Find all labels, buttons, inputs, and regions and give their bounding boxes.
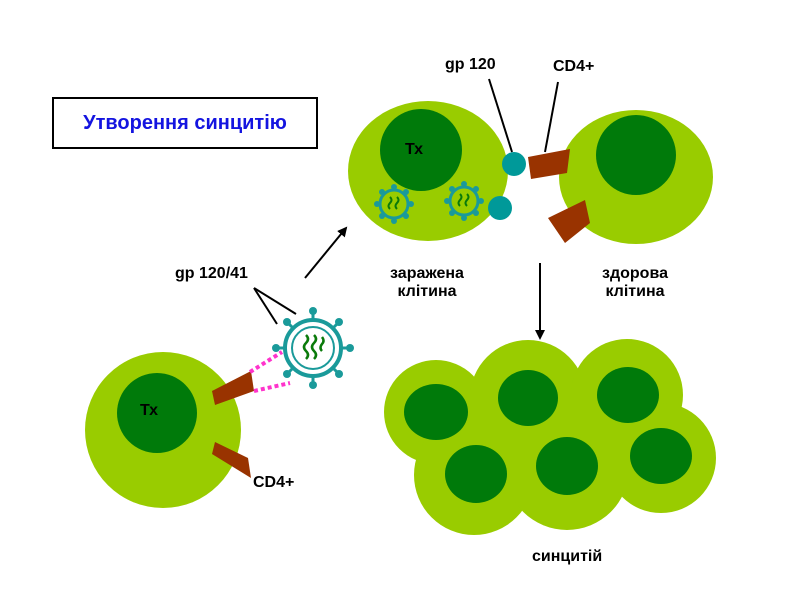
bottom-tx-label: Тх (140, 402, 159, 419)
arrow-to-infected (304, 226, 348, 279)
infected-cell (348, 101, 508, 241)
healthy-cell (559, 110, 713, 244)
gp12041-pointer-left (253, 287, 278, 325)
infected-cell-label-line2: клітина (397, 283, 457, 300)
gp120-label: gp 120 (445, 56, 496, 73)
bottom-tcell (85, 352, 241, 508)
binding-link-lower (253, 381, 291, 393)
infected-cell-label: заражена клітина (372, 265, 482, 301)
internal-virus-1 (374, 184, 414, 224)
gp12041-pointer-right (253, 287, 297, 315)
gp120-pointer (488, 78, 513, 153)
virus-particle (272, 307, 354, 389)
gp120-knob-upper (502, 152, 526, 176)
infected-tx-label: Тх (405, 141, 424, 158)
title-box: Утворення синцитію (52, 97, 318, 149)
cd4-receptor-healthy-lower (548, 200, 590, 243)
syncytium (384, 339, 716, 535)
healthy-cell-label-line2: клітина (605, 283, 665, 300)
healthy-cell-label: здорова клітина (580, 265, 690, 301)
healthy-cell-label-line1: здорова (602, 265, 668, 282)
cd4-receptor-upper (212, 371, 254, 405)
diagram-title: Утворення синцитію (83, 111, 287, 134)
internal-virus-2 (444, 181, 484, 221)
gp120-knob-lower (488, 196, 512, 220)
cd4-receptor-healthy-upper (528, 149, 570, 179)
cd4-top-pointer (544, 81, 559, 153)
binding-link-upper (248, 350, 284, 374)
cd4-bottom-label: CD4+ (253, 474, 295, 491)
cd4-receptor-lower (212, 442, 251, 478)
syncytium-label: синцитій (532, 548, 603, 565)
infected-cell-label-line1: заражена (390, 265, 464, 282)
cd4-top-label: CD4+ (553, 58, 595, 75)
gp12041-label: gp 120/41 (175, 265, 248, 282)
